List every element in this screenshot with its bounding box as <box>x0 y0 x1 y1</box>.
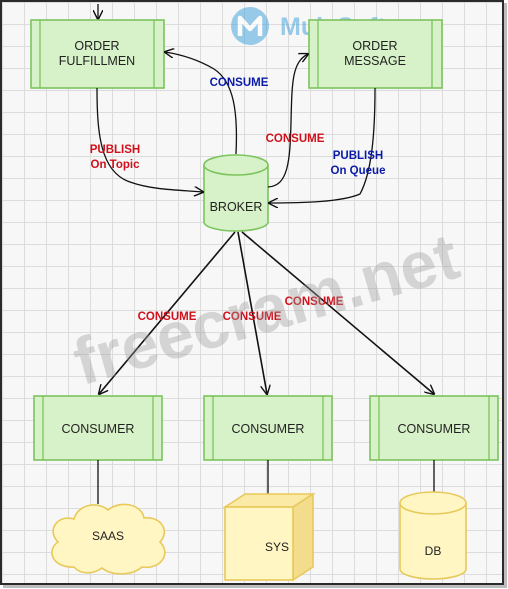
consume-to-message-label: CONSUME <box>266 133 325 145</box>
publish-queue-label-2: On Queue <box>331 165 386 177</box>
consumer-left-label: CONSUMER <box>62 422 135 436</box>
publish-topic-arrow <box>96 87 203 192</box>
saas-cloud-icon: SAAS <box>51 503 166 575</box>
freecram-watermark: freecram.net <box>65 219 466 399</box>
broker-label: BROKER <box>210 200 263 214</box>
sys-cube-icon: SYS <box>222 492 316 582</box>
consume-mid-label: CONSUME <box>223 311 282 323</box>
order-fulfillment-label-1: ORDER <box>74 39 119 53</box>
publish-queue-arrow <box>269 87 376 203</box>
consumer-mid-node: CONSUMER <box>203 395 333 461</box>
consumer-right-node: CONSUMER <box>369 395 499 461</box>
publish-topic-label-2: On Topic <box>91 159 141 171</box>
publish-topic-label-1: PUBLISH <box>90 144 140 156</box>
order-message-label-1: ORDER <box>352 39 397 53</box>
db-label: DB <box>425 544 442 558</box>
consume-left-label: CONSUME <box>138 311 197 323</box>
order-fulfillment-label-2: FULFILLMEN <box>59 54 135 68</box>
consumer-mid-label: CONSUMER <box>232 422 305 436</box>
db-cylinder-icon: DB <box>399 491 467 580</box>
consume-to-fulfillment-arrow <box>165 52 238 155</box>
order-message-node: ORDER MESSAGE <box>308 19 443 89</box>
consume-right-label: CONSUME <box>285 296 344 308</box>
consume-left-arrow <box>99 231 236 394</box>
order-fulfillment-node: ORDER FULFILLMEN <box>30 19 165 89</box>
consume-right-arrow <box>241 231 434 394</box>
diagram-svg: MuleSoft ORDER FULFILLMEN ORDER MESSAGE … <box>30 4 499 582</box>
order-message-label-2: MESSAGE <box>344 54 406 68</box>
broker-node: BROKER <box>203 154 269 232</box>
sys-label: SYS <box>265 540 289 554</box>
saas-label: SAAS <box>92 529 124 543</box>
consume-to-message-arrow <box>267 54 308 188</box>
consume-to-fulfillment-label: CONSUME <box>210 77 269 89</box>
consume-mid-arrow <box>237 231 267 394</box>
publish-queue-label-1: PUBLISH <box>333 150 383 162</box>
consumer-left-node: CONSUMER <box>33 395 163 461</box>
consumer-right-label: CONSUMER <box>398 422 471 436</box>
